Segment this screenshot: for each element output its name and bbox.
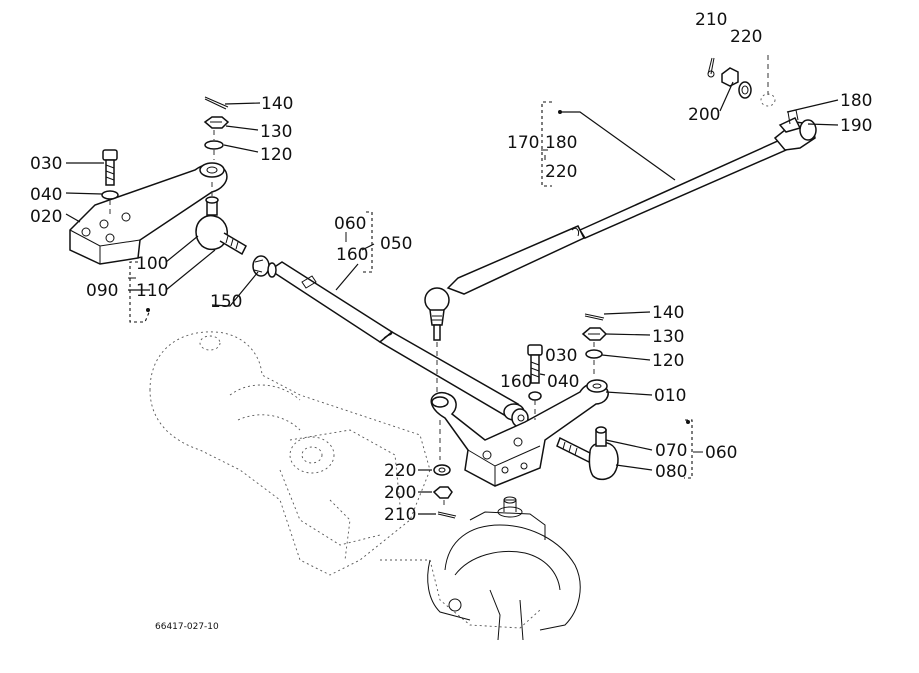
drawing-code: 66417-027-10	[155, 622, 219, 632]
tie-rod-end-right	[556, 426, 619, 481]
label-210-upper: 210	[695, 10, 727, 30]
label-150: 150	[210, 292, 242, 312]
steering-knuckle	[427, 496, 581, 641]
label-030-left: 030	[30, 154, 62, 174]
nut-stack-lower	[432, 420, 457, 519]
bracket-ticks	[128, 149, 703, 453]
label-030-right: 030	[545, 346, 577, 366]
label-060-upper: 060	[334, 214, 366, 234]
label-120-left: 120	[260, 145, 292, 165]
label-220-group: 220	[545, 162, 577, 182]
label-050: 050	[380, 234, 412, 254]
bracket-dot-170	[558, 110, 562, 114]
label-080: 080	[655, 462, 687, 482]
label-160-right: 160	[500, 372, 532, 392]
label-100: 100	[136, 254, 168, 274]
label-160-upper: 160	[336, 245, 368, 265]
bolt-030-right	[527, 344, 543, 420]
label-010: 010	[654, 386, 686, 406]
locknut-150	[252, 255, 270, 277]
group-brackets	[129, 101, 693, 479]
label-210-lower: 210	[384, 505, 416, 525]
label-130-left: 130	[260, 122, 292, 142]
nut-stack-right	[581, 313, 608, 378]
label-020: 020	[30, 207, 62, 227]
label-140-left: 140	[261, 94, 293, 114]
part-labels: 140 130 120 030 040 020 100 090 110 150 …	[30, 10, 872, 632]
steering-arm-left	[69, 162, 228, 265]
nut-stack-upper-right	[707, 55, 776, 107]
label-170: 170	[507, 133, 539, 153]
label-090: 090	[86, 281, 118, 301]
tie-rod-end-left	[195, 182, 247, 256]
label-190: 190	[840, 116, 872, 136]
label-120-right: 120	[652, 351, 684, 371]
label-200-upper: 200	[688, 105, 720, 125]
label-040-right: 040	[547, 372, 579, 392]
bracket-dot-060	[686, 420, 690, 424]
label-220-lower: 220	[384, 461, 416, 481]
nut-stack-left	[203, 96, 230, 160]
axle-housing-outline	[149, 331, 541, 629]
label-130-right: 130	[652, 327, 684, 347]
label-040-left: 040	[30, 185, 62, 205]
drag-link-170	[446, 109, 817, 295]
steering-arm-right	[430, 379, 609, 487]
bolt-030-left	[101, 149, 119, 215]
label-110: 110	[136, 281, 168, 301]
label-070: 070	[655, 441, 687, 461]
tie-rod-050	[267, 261, 529, 428]
label-180-group: 180	[545, 133, 577, 153]
label-200-lower: 200	[384, 483, 416, 503]
bracket-dot-090	[146, 308, 150, 312]
ball-joint-170	[424, 287, 450, 395]
leader-lines	[65, 81, 839, 515]
label-060-right: 060	[705, 443, 737, 463]
label-220-upper: 220	[730, 27, 762, 47]
label-180: 180	[840, 91, 872, 111]
label-140-right: 140	[652, 303, 684, 323]
